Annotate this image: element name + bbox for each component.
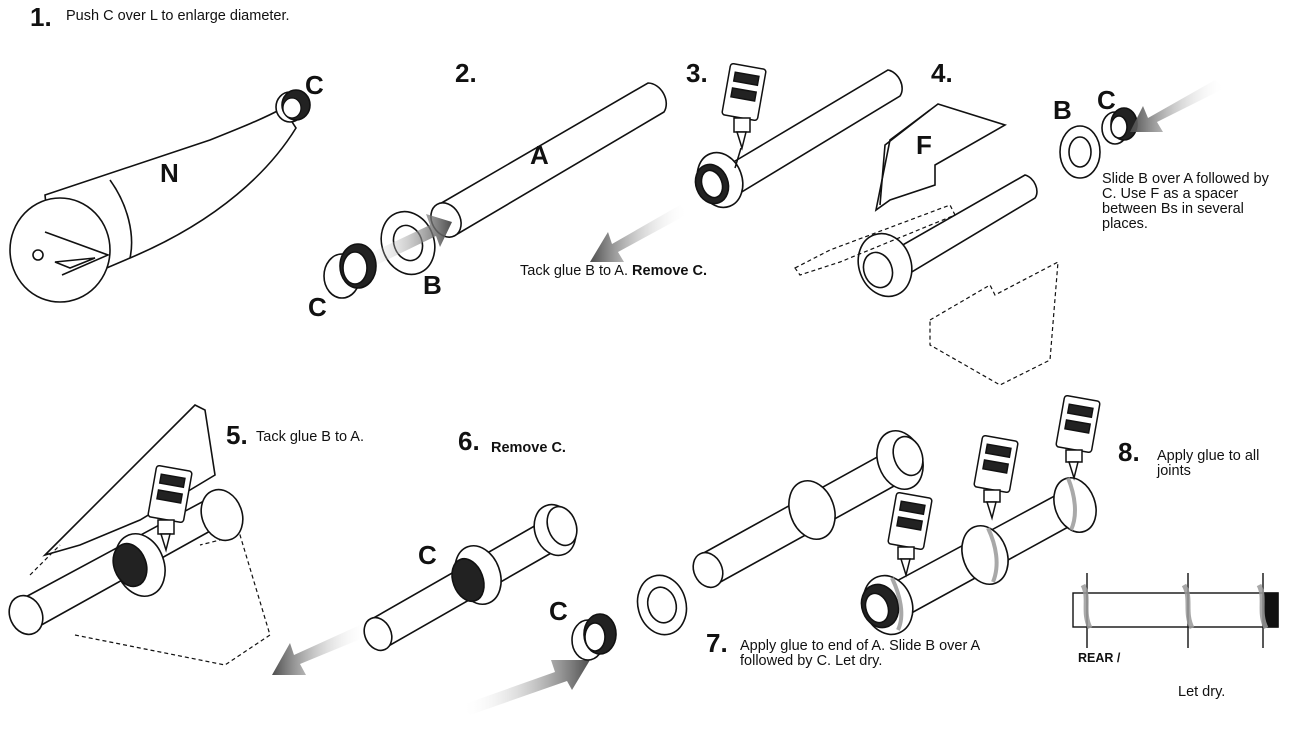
- label-a: A: [530, 140, 549, 170]
- step5-fin: [42, 404, 216, 557]
- step8-caption: Apply glue to all joints: [1157, 448, 1260, 479]
- step1-caption: Push C over L to enlarge diameter.: [66, 8, 290, 24]
- step7-ring-b: [636, 574, 688, 636]
- label-c-step6: C: [418, 540, 437, 570]
- step3-caption-bold: Remove C.: [632, 263, 707, 279]
- step7-number: 7.: [706, 628, 728, 658]
- step4-arrow: [1130, 80, 1225, 132]
- step4-caption: Slide B over A followed by C. Use F as a…: [1102, 171, 1269, 232]
- step4-ring-b: [1059, 125, 1101, 179]
- step7-tube: [692, 430, 924, 589]
- label-b-step2: B: [423, 270, 442, 300]
- step6-arrow: [462, 660, 590, 715]
- step8-glue-marks: [890, 477, 1077, 631]
- step5-number: 5.: [226, 420, 248, 450]
- step8-let-dry: Let dry.: [1178, 684, 1226, 700]
- step7-collar-c: [571, 613, 617, 661]
- step7-glued-assembly: [860, 477, 1097, 636]
- step1-collar-c: [275, 89, 311, 123]
- step2-collar-c: [323, 243, 377, 299]
- step6-number: 6.: [458, 426, 480, 456]
- label-b-step4: B: [1053, 95, 1072, 125]
- step3-tube: [694, 69, 903, 209]
- step2-number: 2.: [455, 58, 477, 88]
- label-c-step2: C: [308, 292, 327, 322]
- step3-caption-text: Tack glue B to A.: [520, 263, 629, 279]
- step4-dashed-fin: [794, 204, 1059, 386]
- step5-caption: Tack glue B to A.: [256, 429, 365, 445]
- step3-arrow: [590, 205, 688, 262]
- step3-number: 3.: [686, 58, 708, 88]
- label-n: N: [160, 158, 179, 188]
- step1-number: 1.: [30, 2, 52, 32]
- step5-glue-bottle: [147, 464, 193, 553]
- step5-tube: [8, 488, 244, 636]
- step4-number: 4.: [931, 58, 953, 88]
- step6-caption: Remove C.: [491, 440, 566, 456]
- label-c-step1: C: [305, 70, 324, 100]
- step7-caption: Apply glue to end of A. Slide B over A f…: [740, 638, 980, 669]
- step8-side-view: [1072, 573, 1279, 648]
- step8-glue-bottles: [887, 394, 1101, 578]
- label-c-step7: C: [549, 596, 568, 626]
- step8-number: 8.: [1118, 437, 1140, 467]
- step6-tube: [363, 503, 578, 652]
- step1-nose-cone: [9, 106, 297, 303]
- step2-arrow: [360, 214, 452, 270]
- step5-arrow: [272, 625, 368, 675]
- step8-side-glue: [1080, 583, 1269, 630]
- rear-label: REAR /: [1078, 651, 1121, 665]
- step3-caption: Tack glue B to A. Remove C.: [520, 264, 707, 279]
- label-c-step4: C: [1097, 85, 1116, 115]
- step4-tube-assembly: [857, 174, 1038, 298]
- label-f: F: [916, 130, 932, 160]
- step4-fin-f: [874, 103, 1007, 212]
- step3-glue-bottle: [721, 62, 767, 169]
